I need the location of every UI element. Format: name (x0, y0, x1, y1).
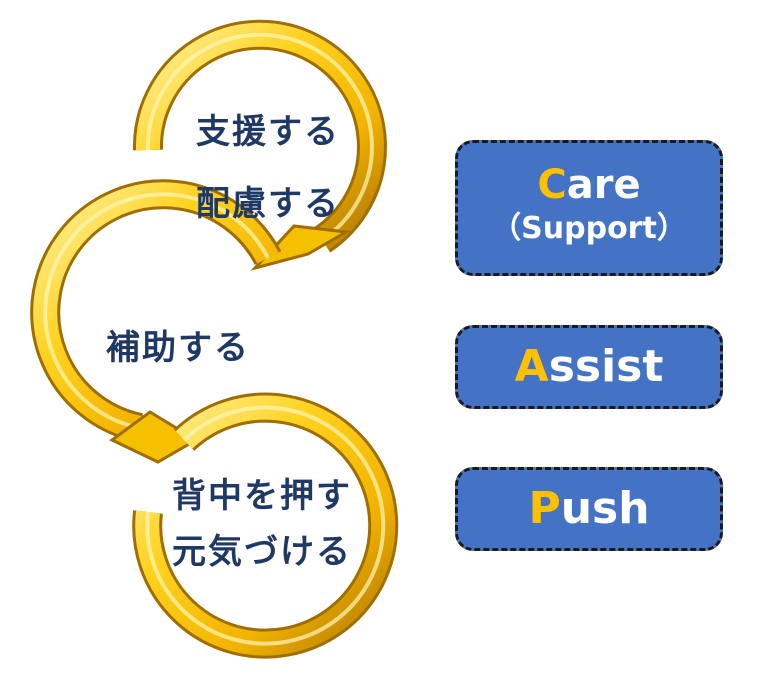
middle-loop-arrow (30, 179, 282, 464)
care-title: Care (458, 161, 720, 209)
push-title: Push (458, 470, 720, 548)
top-loop-arrow (132, 19, 387, 271)
care-box: Care （Support） (455, 140, 723, 276)
label-support: 支援する (196, 112, 340, 152)
assist-title: Assist (458, 328, 720, 406)
top-arrow-head (250, 224, 351, 271)
label-push-back: 背中を押す (172, 476, 352, 516)
label-assist: 補助する (106, 328, 250, 368)
label-encourage: 元気づける (172, 532, 352, 572)
care-subtitle: （Support） (491, 211, 687, 246)
push-initial: P (528, 483, 561, 534)
assist-box: Assist (455, 325, 723, 409)
assist-initial: A (514, 341, 549, 392)
care-initial: C (537, 162, 567, 208)
assist-rest: ssist (548, 341, 664, 392)
care-rest: are (566, 162, 641, 208)
bottom-loop-arrow (132, 392, 399, 659)
push-rest: ush (560, 483, 650, 534)
label-consider: 配慮する (196, 184, 340, 224)
push-box: Push (455, 467, 723, 551)
